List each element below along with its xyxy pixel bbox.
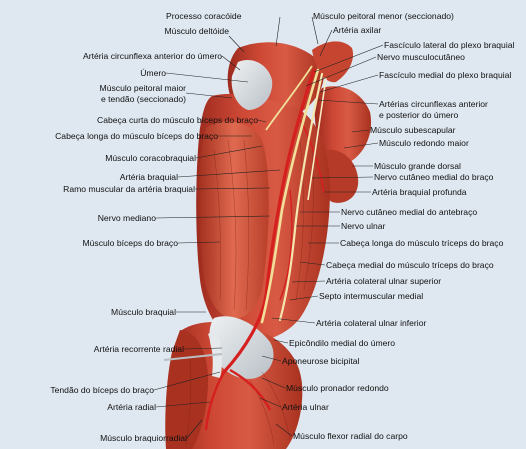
label-fasciculo-medial: Fascículo medial do plexo braquial bbox=[379, 70, 512, 80]
label-subescapular: Músculo subescapular bbox=[370, 125, 456, 135]
label-musculo-deltoide: Músculo deltóide bbox=[164, 26, 230, 36]
label-colateral-ulnar-superior: Artéria colateral ulnar superior bbox=[326, 276, 442, 286]
label-arterias-circunflexas-2: e posterior do úmero bbox=[379, 110, 459, 120]
leader-lines bbox=[153, 16, 384, 439]
label-umero: Úmero bbox=[140, 68, 166, 78]
label-arterias-circunflexas-1: Artérias circunflexas anterior bbox=[379, 99, 488, 109]
label-triceps-medial: Cabeça medial do músculo tríceps do braç… bbox=[326, 260, 494, 270]
label-epicondilo-medial: Epicôndilo medial do úmero bbox=[289, 338, 396, 348]
label-nervo-mediano: Nervo mediano bbox=[97, 213, 156, 223]
label-braquial-profunda: Artéria braquial profunda bbox=[372, 187, 467, 197]
humerus-tendon bbox=[231, 60, 273, 110]
ulnar-artery-line bbox=[229, 368, 272, 411]
label-flexor-radial-carpo: Músculo flexor radial do carpo bbox=[293, 431, 408, 441]
label-grande-dorsal: Músculo grande dorsal bbox=[374, 161, 461, 171]
label-coracobraquial: Músculo coracobraquial bbox=[105, 153, 196, 163]
label-tendao-biceps: Tendão do bíceps do braço bbox=[50, 385, 154, 395]
label-septo-intermuscular: Septo intermuscular medial bbox=[319, 291, 424, 301]
musculocutaneous-nerve bbox=[265, 65, 313, 131]
label-triceps-longa: Cabeça longa do músculo tríceps do braço bbox=[340, 238, 504, 248]
label-arteria-axilar: Artéria axilar bbox=[333, 25, 382, 35]
label-arteria-ulnar: Artéria ulnar bbox=[282, 402, 329, 412]
radial-artery-line bbox=[204, 371, 226, 431]
label-cutaneo-medial-antebraco: Nervo cutâneo medial do antebraço bbox=[341, 207, 478, 217]
label-aponeurose-bicipital: Aponeurose bicipital bbox=[282, 356, 360, 366]
label-redondo-maior: Músculo redondo maior bbox=[379, 138, 469, 148]
probe bbox=[163, 353, 223, 361]
label-cabeca-longa-biceps: Cabeça longa do músculo bíceps do braço bbox=[55, 131, 218, 141]
label-cutaneo-medial-braco: Nervo cutâneo medial do braço bbox=[374, 172, 494, 182]
label-peitoral-maior-1: Músculo peitoral maior bbox=[99, 83, 186, 93]
collateral-artery-line bbox=[279, 189, 293, 301]
brachial-artery bbox=[222, 68, 316, 374]
label-braquiorradial: Músculo braquiorradial bbox=[100, 433, 187, 443]
label-arteria-recorrente-radial: Artéria recorrente radial bbox=[93, 344, 184, 354]
label-arteria-braquial: Artéria braquial bbox=[119, 172, 178, 182]
label-peitoral-menor: Músculo peitoral menor (seccionado) bbox=[313, 11, 454, 21]
label-biceps-braco: Músculo bíceps do braço bbox=[82, 238, 178, 248]
label-colateral-ulnar-inferior: Artéria colateral ulnar inferior bbox=[316, 318, 427, 328]
subscapularis-muscle bbox=[314, 86, 372, 165]
label-nervo-musculocutaneo: Nervo musculocutâneo bbox=[377, 52, 465, 62]
label-cabeca-curta-biceps: Cabeça curta do músculo bíceps do braço bbox=[97, 115, 258, 125]
label-processo-coracoide: Processo coracóide bbox=[166, 11, 242, 21]
label-nervo-ulnar: Nervo ulnar bbox=[341, 221, 386, 231]
cutaneous-nerve bbox=[307, 77, 327, 201]
label-musculo-braquial: Músculo braquial bbox=[111, 307, 176, 317]
label-arteria-circunflexa-anterior: Artéria circunflexa anterior do úmero bbox=[83, 51, 222, 61]
label-fasciculo-lateral: Fascículo lateral do plexo braquial bbox=[384, 40, 515, 50]
label-pronador-redondo: Músculo pronador redondo bbox=[286, 383, 389, 393]
label-arteria-radial: Artéria radial bbox=[107, 402, 156, 412]
median-nerve bbox=[260, 68, 320, 324]
label-ramo-muscular: Ramo muscular da artéria braquial bbox=[63, 184, 195, 194]
muscle-striations bbox=[185, 139, 314, 446]
ulnar-nerve bbox=[278, 72, 324, 322]
label-peitoral-maior-2: e tendão (seccionado) bbox=[100, 94, 186, 104]
